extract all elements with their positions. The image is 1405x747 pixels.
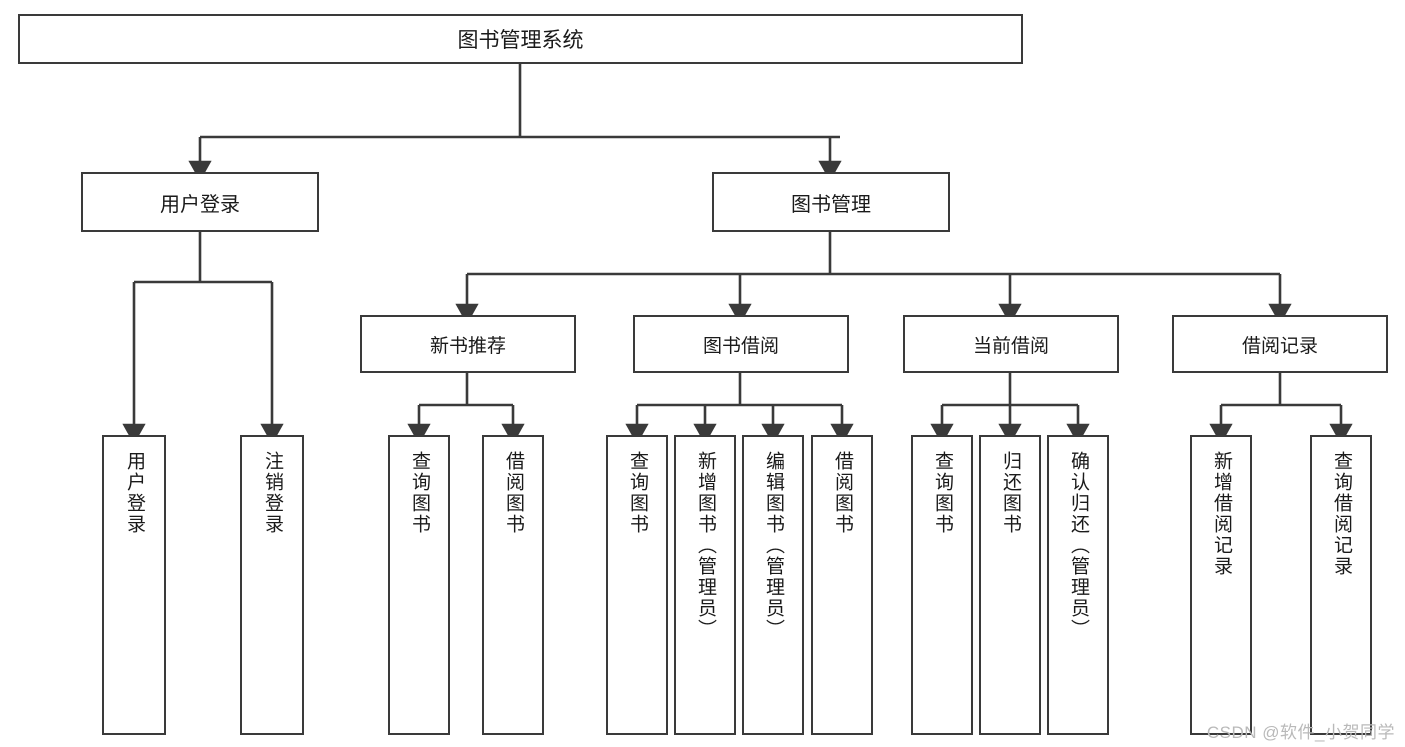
- node-borrow-record[interactable]: 借阅记录: [1172, 315, 1388, 373]
- node-leaf-query-book-1[interactable]: 查询图书: [388, 435, 450, 735]
- node-leaf-logout-login[interactable]: 注销登录: [240, 435, 304, 735]
- node-leaf-query-record-label: 查询借阅记录: [1330, 451, 1352, 577]
- node-leaf-confirm-return-label: 确认归还（管理员）: [1067, 451, 1089, 640]
- node-book-management[interactable]: 图书管理: [712, 172, 950, 232]
- node-leaf-confirm-return[interactable]: 确认归还（管理员）: [1047, 435, 1109, 735]
- node-leaf-user-login-label: 用户登录: [123, 451, 145, 535]
- node-leaf-add-book-label: 新增图书（管理员）: [694, 451, 716, 640]
- node-leaf-edit-book[interactable]: 编辑图书（管理员）: [742, 435, 804, 735]
- node-leaf-add-book[interactable]: 新增图书（管理员）: [674, 435, 736, 735]
- node-leaf-borrow-book-1-label: 借阅图书: [502, 451, 524, 535]
- node-leaf-query-book-2-label: 查询图书: [626, 451, 648, 535]
- node-root-label: 图书管理系统: [457, 29, 584, 52]
- node-book-borrow-label: 图书借阅: [702, 335, 779, 357]
- node-user-login[interactable]: 用户登录: [81, 172, 319, 232]
- node-new-book-recommend[interactable]: 新书推荐: [360, 315, 576, 373]
- node-leaf-query-record[interactable]: 查询借阅记录: [1310, 435, 1372, 735]
- node-borrow-record-label: 借阅记录: [1241, 335, 1318, 357]
- node-leaf-add-record[interactable]: 新增借阅记录: [1190, 435, 1252, 735]
- node-leaf-edit-book-label: 编辑图书（管理员）: [762, 451, 784, 640]
- node-leaf-user-login[interactable]: 用户登录: [102, 435, 166, 735]
- node-book-management-label: 图书管理: [791, 193, 871, 216]
- node-new-book-recommend-label: 新书推荐: [429, 335, 506, 357]
- node-leaf-borrow-book-1[interactable]: 借阅图书: [482, 435, 544, 735]
- node-root[interactable]: 图书管理系统: [18, 14, 1023, 64]
- node-leaf-borrow-book-2-label: 借阅图书: [831, 451, 853, 535]
- node-leaf-return-book-label: 归还图书: [999, 451, 1021, 535]
- csdn-watermark: CSDN @软件_小贺同学: [1206, 723, 1395, 742]
- node-leaf-query-book-2[interactable]: 查询图书: [606, 435, 668, 735]
- node-leaf-return-book[interactable]: 归还图书: [979, 435, 1041, 735]
- node-leaf-add-record-label: 新增借阅记录: [1210, 451, 1232, 577]
- node-leaf-borrow-book-2[interactable]: 借阅图书: [811, 435, 873, 735]
- node-leaf-logout-login-label: 注销登录: [261, 451, 283, 535]
- node-book-borrow[interactable]: 图书借阅: [633, 315, 849, 373]
- node-current-borrow-label: 当前借阅: [972, 335, 1049, 357]
- node-user-login-label: 用户登录: [160, 193, 240, 216]
- node-leaf-query-book-3[interactable]: 查询图书: [911, 435, 973, 735]
- node-leaf-query-book-1-label: 查询图书: [408, 451, 430, 535]
- node-leaf-query-book-3-label: 查询图书: [931, 451, 953, 535]
- node-current-borrow[interactable]: 当前借阅: [903, 315, 1119, 373]
